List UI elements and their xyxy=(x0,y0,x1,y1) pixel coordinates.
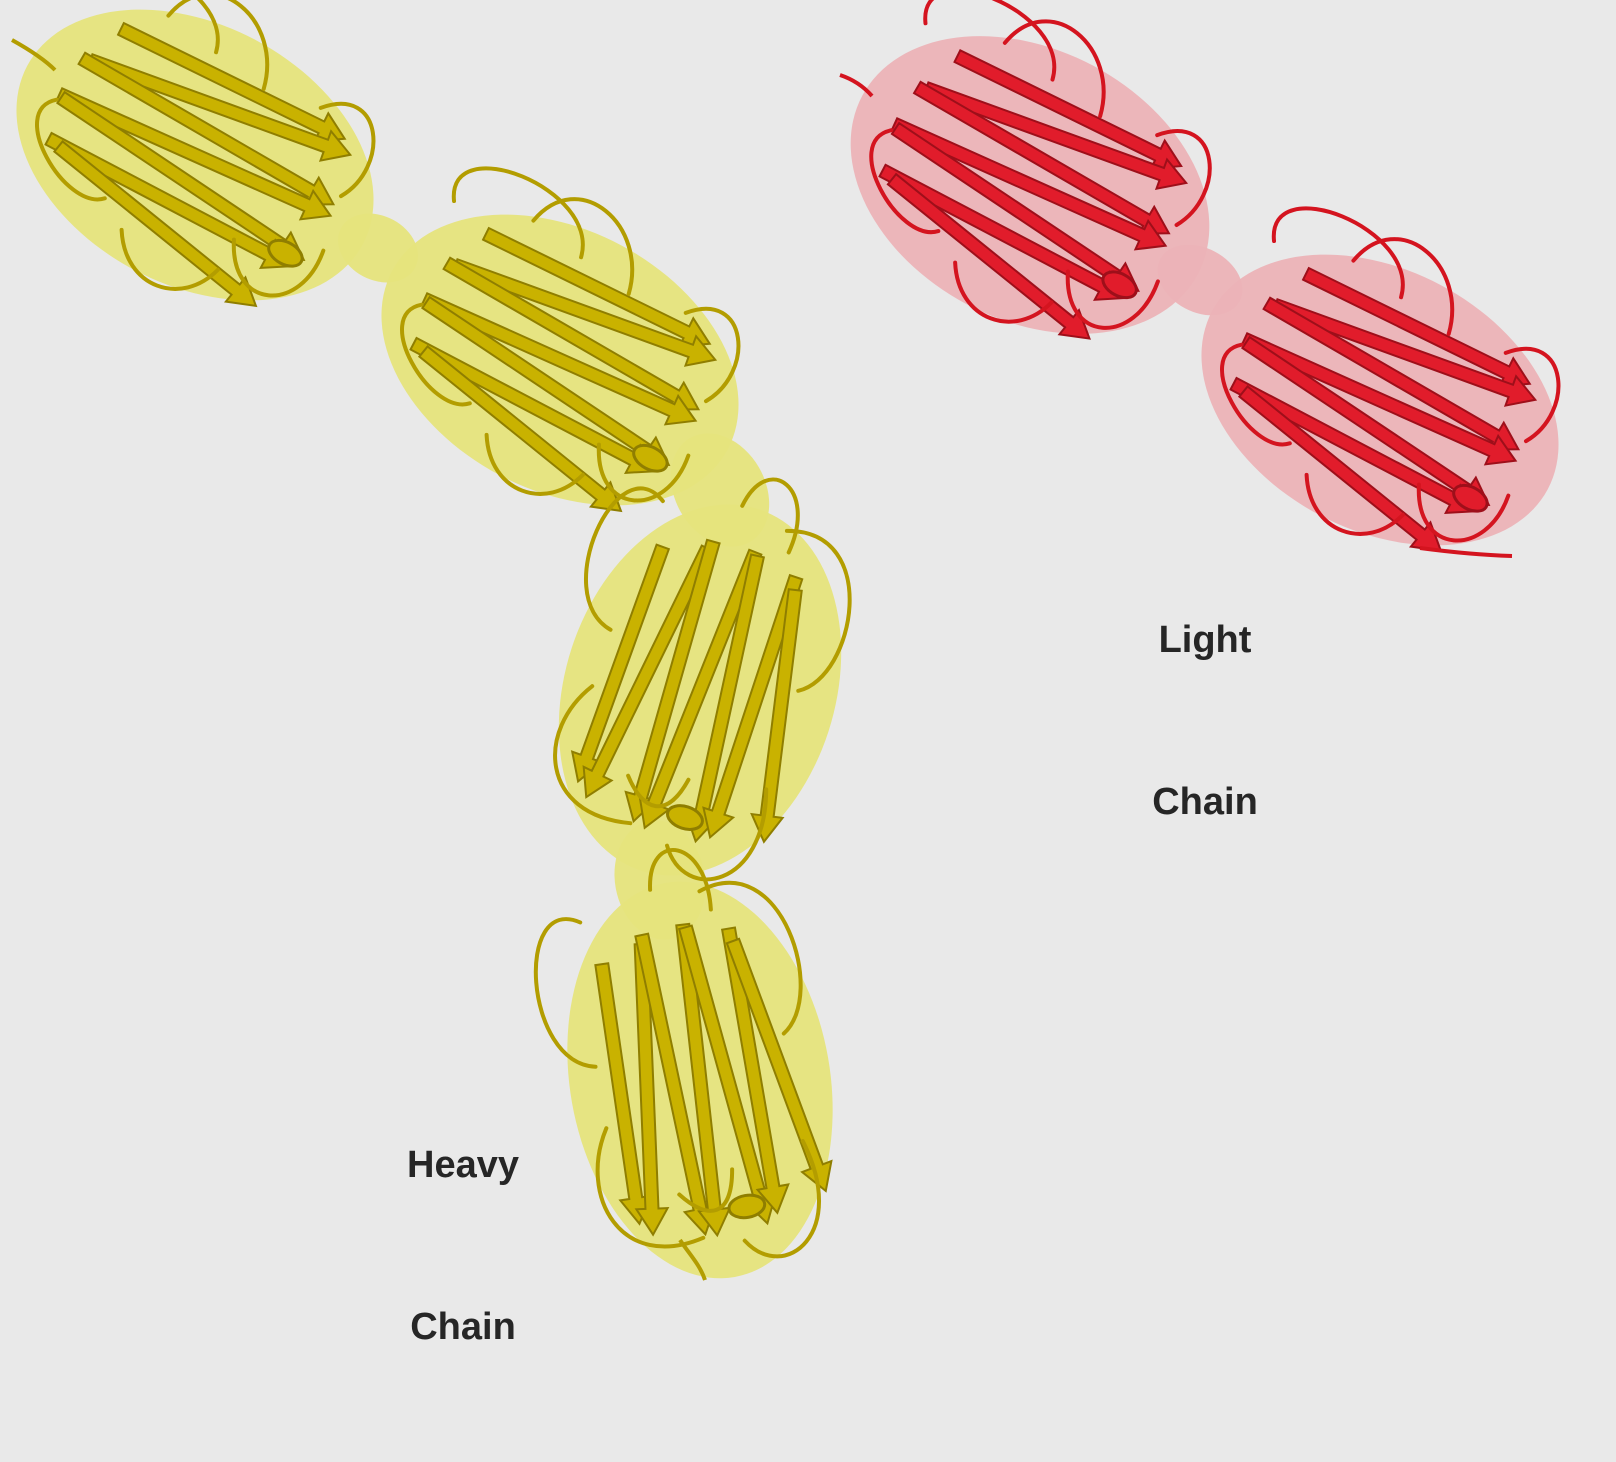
heavy-chain-label: Heavy Chain xyxy=(368,1030,558,1462)
light-chain-label: Light Chain xyxy=(1110,505,1300,937)
light-chain-c-terminus xyxy=(1420,548,1512,556)
heavy-chain-label-line2: Chain xyxy=(368,1300,558,1354)
antibody-chains-illustration xyxy=(0,0,1616,1289)
light-chain-n-terminus xyxy=(840,75,872,96)
heavy-chain-label-line1: Heavy xyxy=(368,1138,558,1192)
light-chain-label-line2: Chain xyxy=(1110,775,1300,829)
light-chain-domain-halo-1 xyxy=(799,0,1261,393)
diagram-canvas: Light Chain Heavy Chain xyxy=(0,0,1616,1289)
light-chain-label-line1: Light xyxy=(1110,613,1300,667)
